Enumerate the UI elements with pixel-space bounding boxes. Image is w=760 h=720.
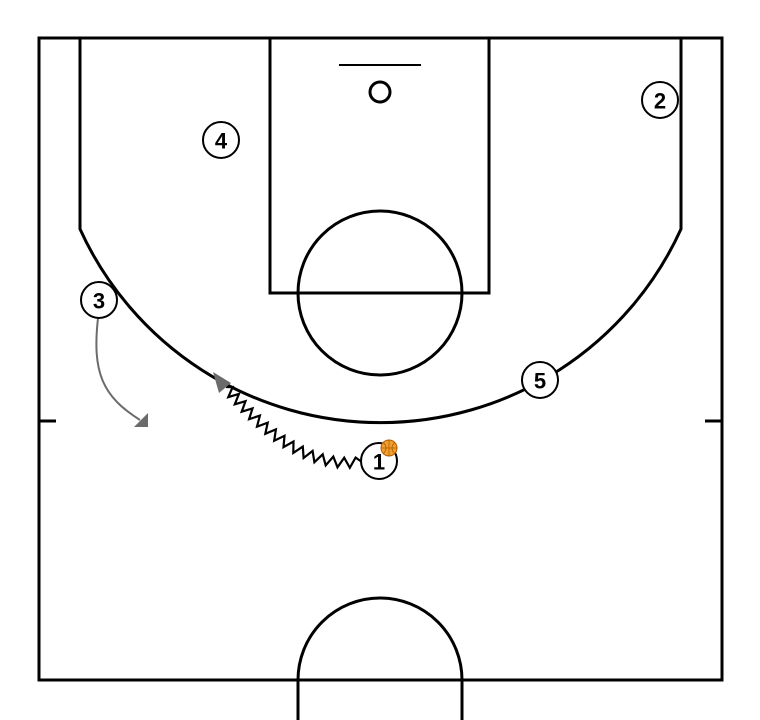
dribble-path-player-1 (226, 385, 363, 471)
player-4[interactable]: 4 (202, 121, 240, 159)
player-5-label: 5 (534, 369, 546, 394)
player-3[interactable]: 3 (80, 281, 118, 319)
court-boundary (37, 36, 724, 682)
court-lines (37, 36, 724, 720)
cut-path-player-3 (95, 317, 141, 421)
player-5[interactable]: 5 (521, 361, 559, 399)
player-2[interactable]: 2 (641, 81, 679, 119)
paint-lane (268, 36, 491, 295)
basketball-icon (380, 439, 398, 457)
center-circle (296, 596, 464, 720)
dribble-arrowhead (213, 372, 231, 393)
cut-arrowhead (134, 413, 148, 427)
free-throw-circle (296, 209, 464, 377)
player-4-label: 4 (215, 129, 228, 154)
basket-rim (368, 80, 392, 104)
player-1-label: 1 (373, 450, 385, 475)
player-2-label: 2 (654, 89, 666, 114)
player-3-label: 3 (93, 289, 105, 314)
three-point-line (78, 38, 683, 425)
